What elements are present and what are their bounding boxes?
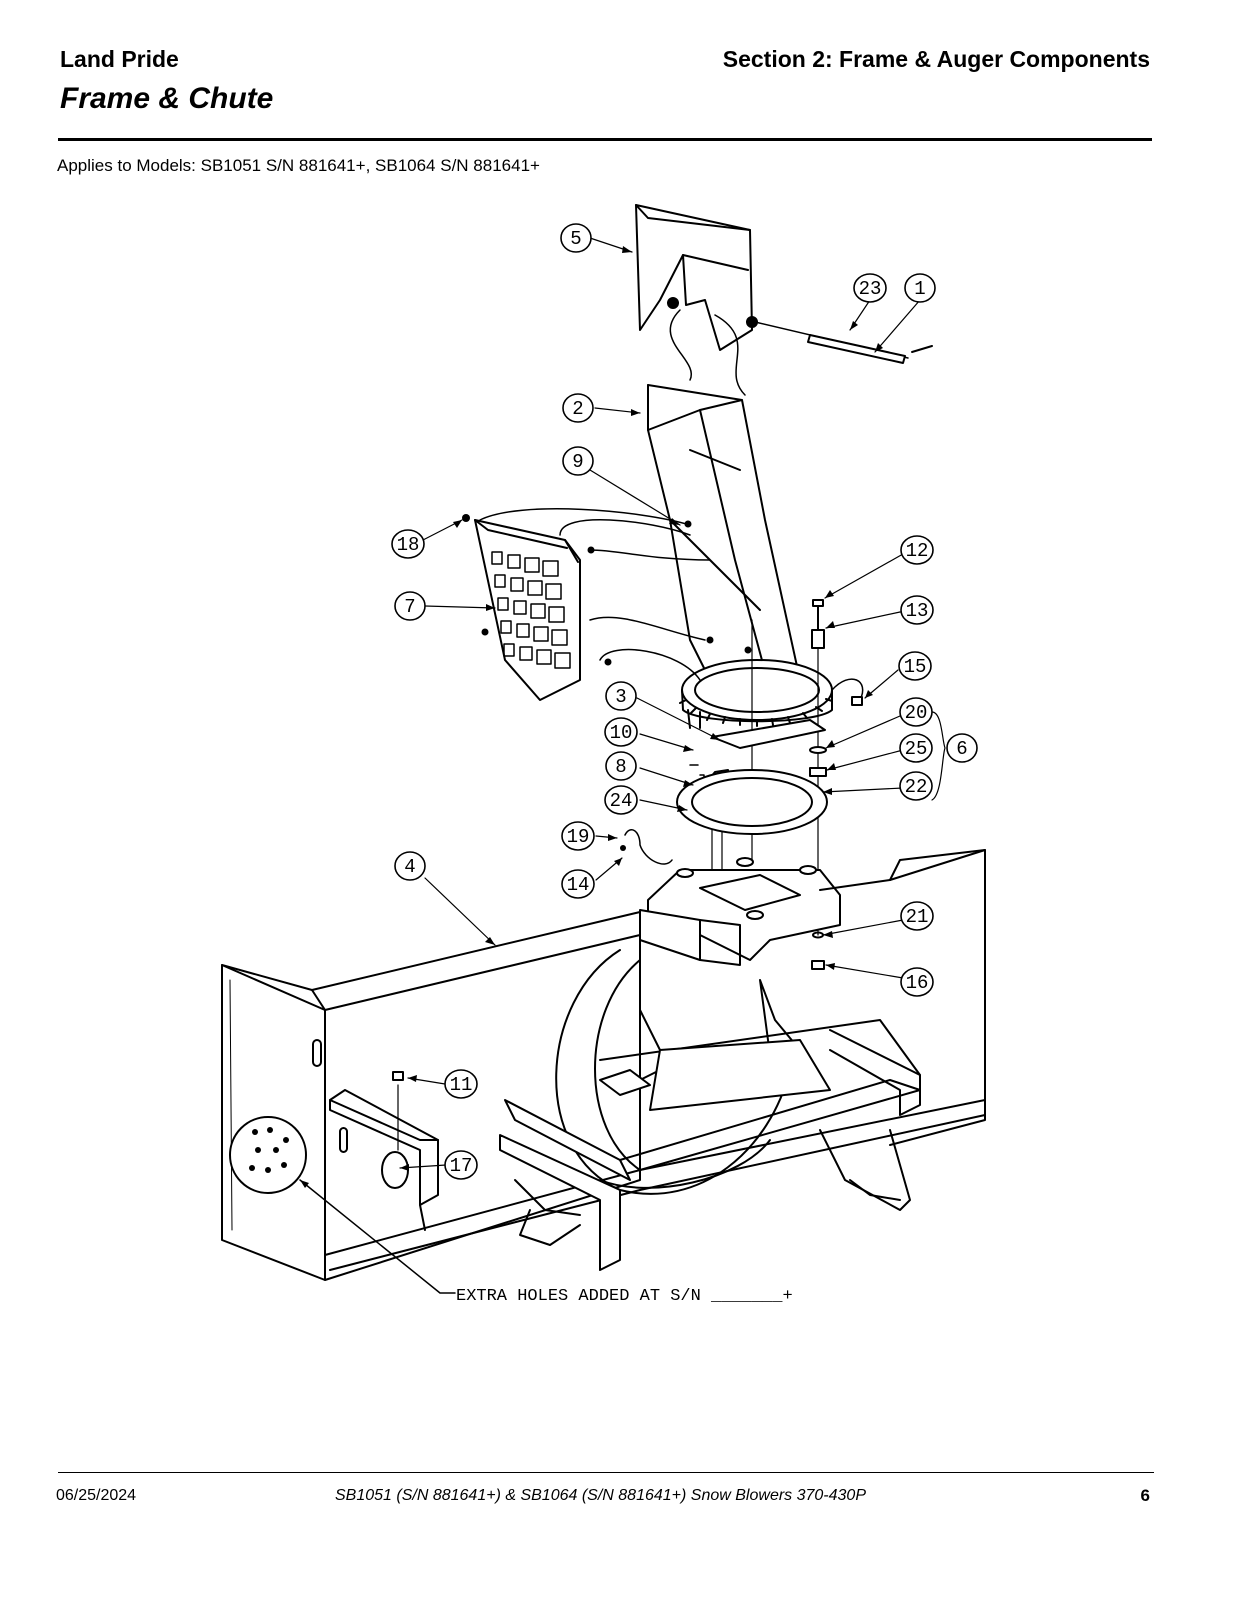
callout-24-circle bbox=[604, 785, 638, 815]
chute-guard-panel bbox=[474, 519, 581, 701]
callout-19: 19 bbox=[567, 826, 590, 848]
callout-1-circle bbox=[904, 273, 936, 303]
callout-21-circle bbox=[900, 901, 934, 931]
callout-18-circle bbox=[391, 529, 425, 559]
header-rule bbox=[58, 138, 1152, 141]
callout-3: 3 bbox=[615, 686, 626, 708]
callout-10: 10 bbox=[610, 722, 633, 744]
callout-20-circle bbox=[899, 697, 933, 727]
callout-5-circle bbox=[560, 223, 592, 253]
callout-2: 2 bbox=[572, 398, 583, 420]
applies-to-models: Applies to Models: SB1051 S/N 881641+, S… bbox=[57, 156, 540, 175]
callout-8-circle bbox=[605, 751, 637, 781]
callout-8: 8 bbox=[615, 756, 626, 778]
extra-holes-detail bbox=[229, 1116, 307, 1194]
callout-12-circle bbox=[900, 535, 934, 565]
callout-25: 25 bbox=[905, 738, 928, 760]
callout-12: 12 bbox=[906, 540, 929, 562]
callout-7-circle bbox=[394, 591, 426, 621]
callout-17-circle bbox=[444, 1150, 478, 1180]
callout-5: 5 bbox=[570, 228, 581, 250]
callout-9: 9 bbox=[572, 451, 583, 473]
chute-tube bbox=[647, 384, 801, 701]
side-mount-bracket bbox=[329, 1071, 439, 1231]
callout-11-circle bbox=[444, 1069, 478, 1099]
callout-11: 11 bbox=[450, 1074, 473, 1096]
callout-16: 16 bbox=[906, 972, 929, 994]
callout-3-circle bbox=[605, 681, 637, 711]
callout-23-circle bbox=[853, 273, 887, 303]
callout-13: 13 bbox=[906, 600, 929, 622]
hitch-frame bbox=[499, 1019, 921, 1271]
extra-holes-note: EXTRA HOLES ADDED AT S/N _______+ bbox=[456, 1287, 793, 1306]
callout-25-circle bbox=[899, 733, 933, 763]
callout-19-circle bbox=[561, 821, 595, 851]
callout-21: 21 bbox=[906, 906, 929, 928]
footer-date: 06/25/2024 bbox=[56, 1487, 137, 1504]
chute-ring-gear bbox=[679, 659, 833, 729]
callout-20: 20 bbox=[905, 702, 928, 724]
callout-6-circle bbox=[946, 733, 978, 763]
chute-gasket bbox=[676, 769, 828, 835]
callout-22-circle bbox=[899, 771, 933, 801]
callout-6: 6 bbox=[956, 738, 967, 760]
page-number: 6 bbox=[1140, 1486, 1150, 1505]
callout-17: 17 bbox=[450, 1155, 473, 1177]
callout-14-circle bbox=[561, 869, 595, 899]
callout-16-circle bbox=[900, 967, 934, 997]
callout-4: 4 bbox=[404, 856, 415, 878]
callout-7: 7 bbox=[404, 596, 415, 618]
section-title: Section 2: Frame & Auger Components bbox=[722, 46, 1150, 72]
chute-deflector bbox=[635, 204, 758, 351]
chute-mount-plate bbox=[639, 857, 841, 966]
callout-14: 14 bbox=[567, 874, 590, 896]
callout-24: 24 bbox=[610, 790, 633, 812]
callout-22: 22 bbox=[905, 776, 928, 798]
hardware-stack bbox=[809, 599, 827, 970]
callout-4-circle bbox=[394, 851, 426, 881]
callout-9-circle bbox=[562, 446, 594, 476]
callout-15-circle bbox=[898, 651, 932, 681]
brand-name: Land Pride bbox=[60, 46, 179, 72]
callout-13-circle bbox=[900, 595, 934, 625]
callout-2-circle bbox=[562, 393, 594, 423]
callout-18: 18 bbox=[397, 534, 420, 556]
footer-rule bbox=[58, 1472, 1154, 1473]
callout-15: 15 bbox=[904, 656, 927, 678]
callout-10-circle bbox=[604, 717, 638, 747]
footer-document-title: SB1051 (S/N 881641+) & SB1064 (S/N 88164… bbox=[335, 1487, 866, 1504]
page-title: Frame & Chute bbox=[60, 82, 274, 115]
deflector-pivot-pin bbox=[754, 321, 933, 364]
callout-23: 23 bbox=[859, 278, 882, 300]
callout-1: 1 bbox=[914, 278, 925, 300]
